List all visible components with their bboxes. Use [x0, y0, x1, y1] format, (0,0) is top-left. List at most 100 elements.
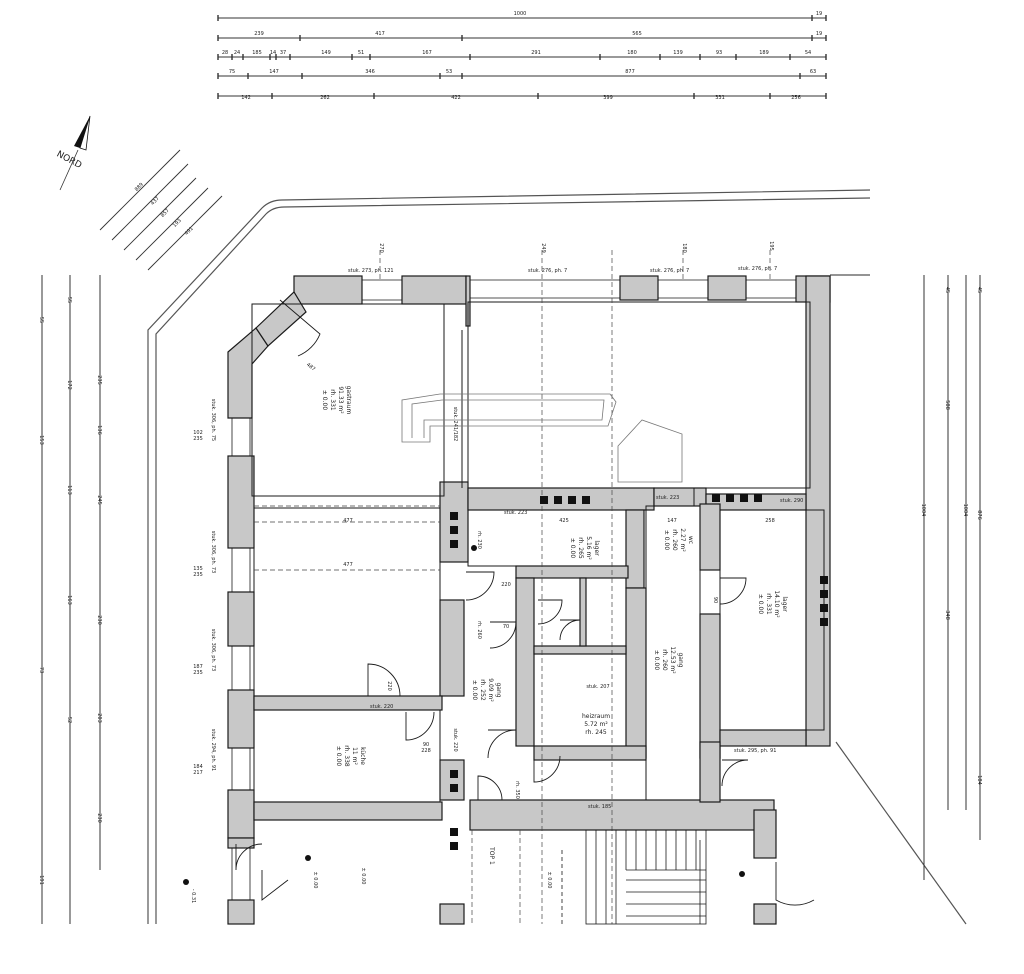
- room-area: 14.10 m²: [773, 590, 780, 618]
- dim-label: 172: [66, 380, 72, 390]
- dim-label: 136: [96, 425, 102, 435]
- dim-label: 889: [134, 182, 145, 193]
- room-name: lager: [781, 596, 788, 612]
- dim-label: 477: [343, 562, 353, 568]
- door-label: 220: [501, 582, 511, 588]
- property-line: [147, 189, 967, 925]
- dim-label: 28: [222, 50, 228, 56]
- room-height: rh. 331: [765, 593, 772, 615]
- room-height: rh. 245: [585, 729, 607, 736]
- room-name: gang: [677, 652, 684, 667]
- room-area: 9.09 m²: [487, 678, 494, 702]
- room-area: 91.33 m²: [337, 386, 344, 414]
- room-gastraum: gastraum 91.33 m² rh. 331 ± 0.00: [321, 386, 352, 415]
- height-label: rh. 260: [476, 621, 482, 639]
- exterior-walls: [227, 275, 831, 925]
- dim-label: 477: [343, 518, 353, 524]
- room-wc: wc 2.27 m² rh. 260 ± 0.00: [663, 528, 694, 552]
- height-label: 235: [193, 572, 203, 578]
- room-height: rh. 338: [343, 745, 350, 767]
- level-label: - 0.31: [190, 889, 196, 904]
- dim-label: 857: [160, 208, 171, 219]
- height-label: 187: [193, 664, 203, 670]
- dim-label: 55: [66, 297, 72, 303]
- north-arrow-icon: NORD: [55, 115, 91, 191]
- dim-label: 51: [358, 50, 364, 56]
- dim-label: 180: [627, 50, 637, 56]
- dim-label: 1004: [962, 504, 968, 517]
- dim-label: 37: [280, 50, 286, 56]
- room-name: wc: [687, 536, 694, 544]
- dim-label: 184: [976, 775, 982, 785]
- height-label: 217: [193, 770, 203, 776]
- wall-note: stuk. 207: [586, 684, 609, 690]
- wall-note: stuk. 273, ph. 121: [348, 268, 394, 274]
- door-label: 220: [386, 681, 392, 691]
- room-gang-right: gang 12.53 m² rh. 260 ± 0.00: [653, 646, 684, 674]
- room-level: ± 0.00: [335, 746, 342, 766]
- dim-label: 399: [603, 95, 613, 101]
- window-openings: [231, 279, 796, 900]
- dim-label: 262: [320, 95, 330, 101]
- dim-label: 113: [66, 485, 72, 495]
- dim-label: 258: [765, 518, 775, 524]
- room-level: ± 0.00: [569, 538, 576, 558]
- dim-label: 1000: [514, 11, 527, 17]
- dim-label: 425: [559, 518, 569, 524]
- dim-label: 73: [38, 667, 44, 673]
- height-label: 235: [193, 670, 203, 676]
- dim-label: 63: [810, 69, 816, 75]
- level-label: ± 0.00: [546, 872, 552, 889]
- level-label: ± 0.00: [360, 868, 366, 885]
- dim-label: 185: [252, 50, 262, 56]
- height-label: 235: [193, 436, 203, 442]
- room-outlines: [251, 301, 825, 803]
- dim-label: 245: [96, 495, 102, 505]
- room-lager-large: lager 14.10 m² rh. 331 ± 0.00: [757, 590, 788, 618]
- wall-note: stuk. 220: [452, 728, 458, 751]
- wall-note: stuk. 306, ph. 73: [210, 629, 216, 671]
- height-label: 135: [193, 566, 203, 572]
- door-swings: [235, 299, 815, 906]
- room-gang-left: gang 9.09 m² rh. 252 ± 0.00: [471, 678, 502, 702]
- dim-label: 147: [269, 69, 279, 75]
- height-label: 270: [378, 243, 384, 253]
- dim-label: 167: [422, 50, 432, 56]
- room-height: rh. 260: [661, 649, 668, 671]
- dim-label: 53: [446, 69, 452, 75]
- room-level: ± 0.00: [663, 530, 670, 550]
- dim-label: 45: [944, 287, 950, 293]
- room-area: 11 m²: [351, 747, 358, 765]
- room-name: küche: [359, 747, 366, 765]
- room-height: rh. 331: [329, 389, 336, 411]
- dim-label: 291: [531, 50, 541, 56]
- room-height: rh. 265: [577, 537, 584, 559]
- room-name: lager: [593, 540, 600, 556]
- dim-label: 588: [944, 400, 950, 410]
- wall-note: stuk. 185: [588, 804, 611, 810]
- dim-label: 331: [715, 95, 725, 101]
- dim-label: 139: [673, 50, 683, 56]
- wall-note: stuk. 306, ph. 73: [210, 531, 216, 573]
- dim-label: 230: [96, 615, 102, 625]
- dim-label: 75: [229, 69, 235, 75]
- unit-label-top1: TOP 1: [488, 846, 495, 865]
- dim-label: 877: [625, 69, 635, 75]
- dim-label: 24: [234, 50, 240, 56]
- room-height: rh. 252: [479, 679, 486, 701]
- room-area: 5.72 m²: [584, 721, 608, 728]
- door-label: 90: [423, 742, 429, 748]
- dim-label: 348: [944, 610, 950, 620]
- room-level: ± 0.00: [653, 650, 660, 670]
- dim-label: 487: [305, 362, 316, 373]
- dim-label: 52: [66, 717, 72, 723]
- dim-label: 565: [632, 31, 642, 37]
- dim-label: 153: [38, 435, 44, 445]
- level-marker-icons: [183, 545, 745, 885]
- room-area: 5.16 m²: [585, 536, 592, 560]
- height-label: rh. 230: [476, 531, 482, 549]
- level-label: ± 0.00: [312, 872, 318, 889]
- room-height: rh. 260: [671, 529, 678, 551]
- room-area: 12.53 m²: [669, 646, 676, 674]
